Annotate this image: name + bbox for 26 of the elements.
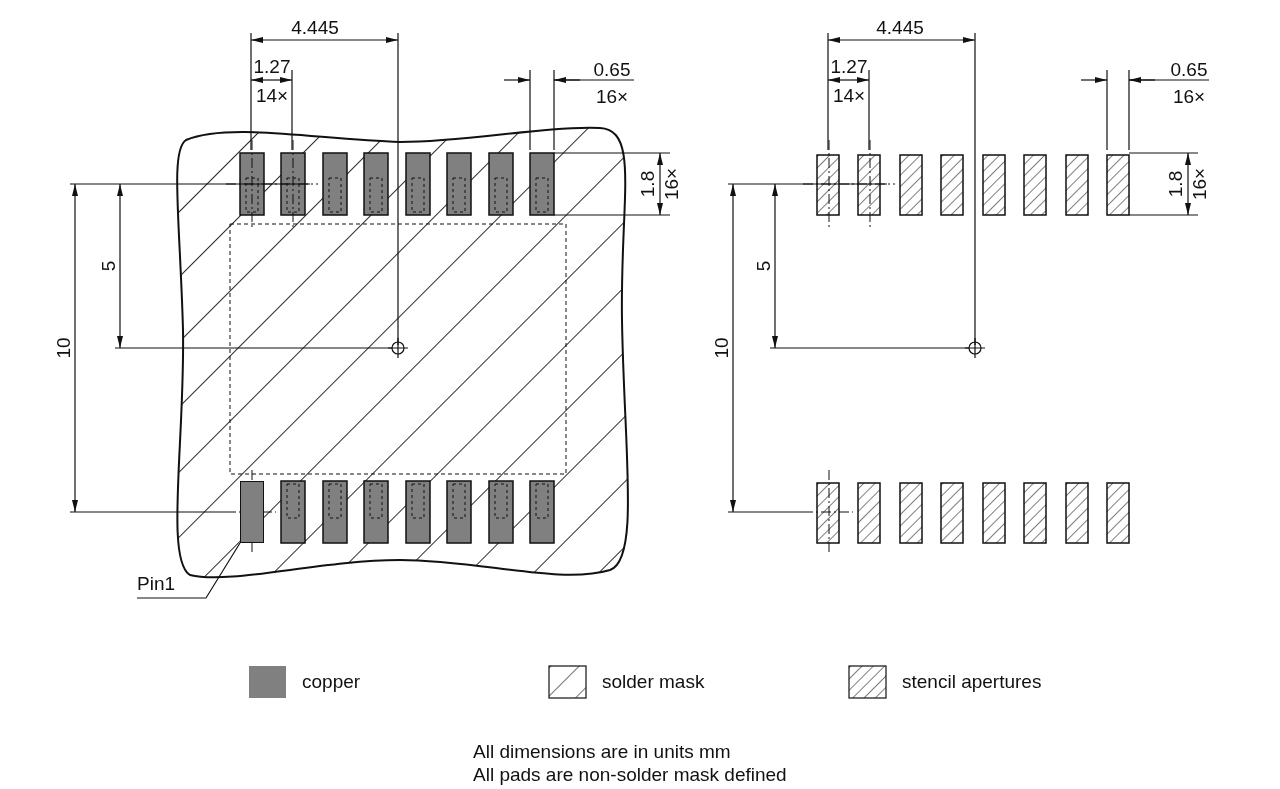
dimension-label: 14× — [832, 85, 866, 107]
dimension-label: 16× — [1172, 86, 1206, 108]
leader-line — [136, 542, 241, 599]
dimension-label: 1.8 — [637, 170, 659, 198]
note-text: All pads are non-solder mask defined — [473, 764, 787, 786]
dimension-label: 16× — [595, 86, 629, 108]
legend-label: copper — [302, 671, 361, 693]
dimension-label: 4.445 — [291, 17, 339, 39]
dimension-label: 5 — [753, 260, 775, 272]
dimension-label: 0.65 — [593, 59, 631, 81]
pin-label: Pin1 — [137, 573, 187, 597]
dimension-label: 1.8 — [1165, 170, 1187, 198]
legend-label: solder mask — [602, 671, 705, 693]
dimension-label: 10 — [53, 337, 75, 359]
dimension-label: 10 — [711, 337, 733, 359]
dimension-label: 1.27 — [253, 56, 291, 78]
dimension-label: 0.65 — [1170, 59, 1208, 81]
dimension-label: 14× — [255, 85, 289, 107]
dimension-label: 1.27 — [830, 56, 868, 78]
dimension-label: 16× — [661, 167, 683, 201]
copper-pad — [240, 481, 264, 543]
dimension-label: 4.445 — [876, 17, 924, 39]
dimension-label: 5 — [98, 260, 120, 272]
legend-label: stencil apertures — [902, 671, 1042, 693]
note-text: All dimensions are in units mm — [473, 741, 731, 763]
dimension-label: 16× — [1189, 167, 1211, 201]
